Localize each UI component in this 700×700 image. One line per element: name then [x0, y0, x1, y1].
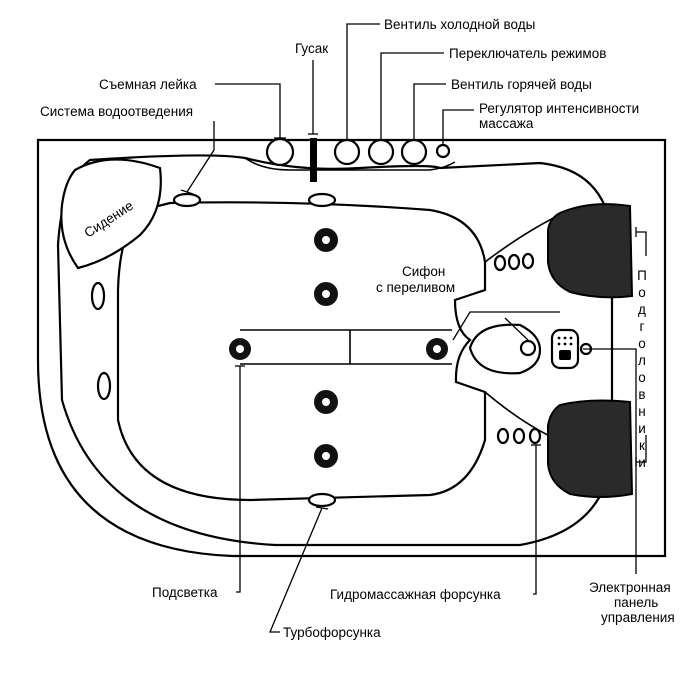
cold-valve [333, 138, 361, 166]
label-turbo-jet: Турбофорсунка [283, 625, 381, 640]
small-jets-lower [496, 427, 542, 445]
small-jets-upper [493, 252, 535, 272]
label-cold-valve: Вентиль холодной воды [384, 17, 535, 32]
label-siphon-1: Сифон [402, 264, 445, 279]
spout [310, 138, 317, 182]
siphon-cap [519, 339, 537, 357]
label-shower-head: Съемная лейка [99, 77, 197, 92]
label-siphon-2: с переливом [376, 280, 455, 295]
label-hot-valve: Вентиль горячей воды [451, 77, 592, 92]
side-jet-upper [90, 281, 106, 311]
light-left-core [236, 345, 244, 353]
label-spout: Гусак [295, 41, 328, 56]
leader-lines [180, 23, 647, 633]
faucet-deck [244, 157, 456, 171]
seat [60, 158, 162, 270]
turbo-jet [307, 492, 337, 508]
hot-valve [400, 138, 428, 166]
label-control-panel-2: панель [614, 595, 658, 610]
light-right-core [433, 345, 441, 353]
center-ledge [240, 329, 452, 365]
label-control-panel-1: Электронная [589, 580, 671, 595]
bathing-well [116, 201, 487, 502]
shower-head [265, 137, 295, 167]
label-mode-switch: Переключатель режимов [449, 46, 606, 61]
label-hydromassage-jet: Гидромассажная форсунка [330, 587, 501, 602]
label-massage-regulator-1: Регулятор интенсивности [479, 101, 639, 116]
label-lighting: Подсветка [152, 585, 218, 600]
massage-regulator [435, 143, 451, 159]
headrest-lower [547, 399, 634, 498]
siphon-body [468, 323, 542, 375]
drain-outlet [172, 192, 202, 208]
side-jet-lower [96, 371, 112, 401]
control-panel [550, 328, 580, 370]
center-jets [314, 228, 338, 468]
headrest-upper [547, 203, 634, 299]
label-control-panel-3: управления [601, 610, 675, 625]
mode-switch [367, 138, 395, 166]
label-drain-system: Система водоотведения [40, 104, 193, 119]
drain-outlet-2 [307, 192, 337, 208]
label-headrests: Подголовники [635, 268, 650, 472]
label-massage-regulator-2: массажа [479, 116, 534, 131]
control-panel-dots [557, 336, 573, 360]
